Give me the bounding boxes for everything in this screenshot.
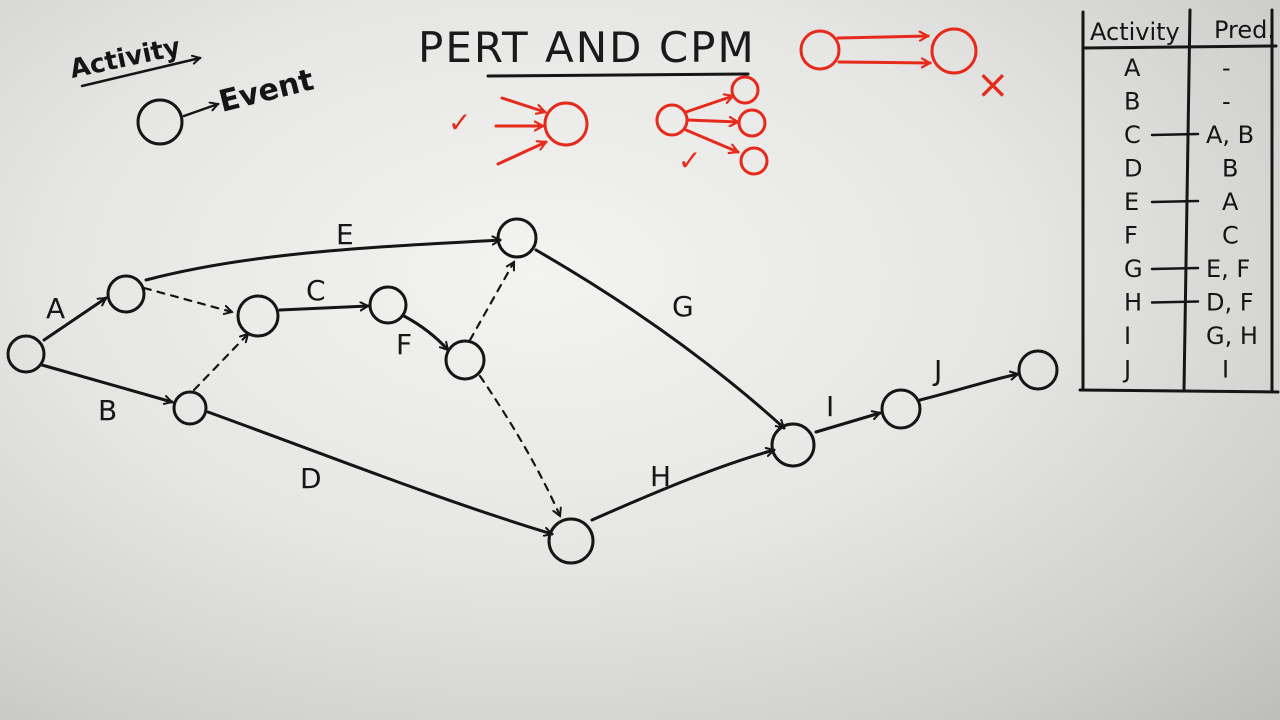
- label-a: A: [46, 292, 65, 325]
- label-c: C: [306, 274, 326, 307]
- event-node-7: [496, 217, 538, 259]
- table-cell-pred: D, F: [1206, 289, 1254, 317]
- legend-event-circle: [136, 98, 184, 146]
- predecessor-table: Activity Pred. A - B - C A, B D B E A F C G E, F H D, F…: [1078, 8, 1280, 394]
- table-cell-pred: B: [1222, 155, 1238, 183]
- dummy-4: [478, 374, 560, 516]
- edge-a: [42, 296, 106, 342]
- event-node-6: [444, 339, 486, 381]
- event-node-11: [1017, 349, 1059, 391]
- table-cell-pred: -: [1222, 88, 1231, 116]
- rule-examples: ✓ ✓ ×: [448, 27, 1010, 177]
- label-d: D: [300, 462, 322, 495]
- dummy-1: [142, 286, 232, 312]
- event-node-8: [547, 517, 595, 565]
- table-cell-pred: A, B: [1206, 121, 1254, 149]
- table-cell-pred: G, H: [1206, 322, 1258, 350]
- page-title: PERT AND CPM: [418, 23, 756, 72]
- label-g: G: [672, 290, 694, 323]
- table-header-activity: Activity: [1090, 18, 1180, 46]
- edge-f: [402, 314, 450, 350]
- legend: Activity Event: [67, 32, 317, 146]
- wrong-mark: ×: [976, 62, 1010, 108]
- burst-event-circle: [655, 103, 689, 137]
- table-cell-activity: B: [1124, 88, 1140, 116]
- edge-g: [534, 248, 784, 430]
- label-e: E: [336, 218, 354, 251]
- event-node-2: [106, 274, 146, 314]
- table-cell-activity: H: [1124, 289, 1142, 317]
- event-node-10: [880, 388, 922, 430]
- edge-h: [590, 450, 774, 522]
- check-mark-burst: ✓: [678, 144, 701, 177]
- dummy-3: [468, 262, 516, 342]
- table-cell-activity: A: [1124, 54, 1141, 82]
- title-block: PERT AND CPM: [418, 23, 756, 78]
- table-cell-activity: F: [1124, 222, 1138, 250]
- legend-event-label: Event: [215, 63, 317, 120]
- label-j: J: [932, 354, 942, 387]
- event-node-3: [172, 390, 208, 426]
- legend-event-arrow: [182, 104, 218, 118]
- table-cell-activity: I: [1124, 322, 1131, 350]
- wrong-end-circle: [930, 27, 978, 75]
- merge-event-circle: [543, 101, 589, 147]
- table-cell-pred: E, F: [1206, 255, 1250, 283]
- table-cell-pred: C: [1222, 222, 1239, 250]
- table-cell-activity: E: [1124, 188, 1139, 216]
- table-row-connector: [1150, 132, 1200, 137]
- check-mark-merge: ✓: [448, 106, 471, 139]
- label-h: H: [650, 460, 671, 493]
- title-underline: [486, 72, 750, 78]
- edge-b: [40, 363, 172, 402]
- wrong-start-circle: [799, 29, 841, 71]
- table-cell-activity: G: [1124, 255, 1143, 283]
- legend-activity-arrow: [80, 58, 200, 88]
- event-node-1: [6, 334, 46, 374]
- edge-e: [144, 240, 500, 282]
- table-cell-activity: C: [1124, 121, 1141, 149]
- dummy-2: [192, 334, 248, 392]
- table-cell-activity: D: [1124, 155, 1142, 183]
- edge-c: [278, 306, 368, 312]
- table-cell-activity: J: [1122, 356, 1131, 384]
- table-cell-pred: A: [1222, 188, 1239, 216]
- label-b: B: [98, 394, 117, 427]
- event-node-9: [770, 422, 816, 468]
- label-i: I: [826, 390, 834, 423]
- edge-d: [206, 410, 552, 534]
- table-cell-pred: -: [1222, 54, 1231, 82]
- edge-j: [918, 374, 1018, 402]
- table-header-pred: Pred.: [1214, 16, 1275, 44]
- table-row-connector: [1150, 300, 1200, 304]
- table-row-connector: [1150, 266, 1200, 271]
- table-cell-pred: I: [1222, 356, 1229, 384]
- network-diagram: A B C D E F G H I J: [6, 217, 1059, 565]
- table-row-connector: [1150, 199, 1200, 204]
- label-f: F: [396, 328, 412, 361]
- edge-i: [814, 413, 880, 434]
- event-node-4: [236, 294, 280, 338]
- event-node-5: [368, 285, 408, 325]
